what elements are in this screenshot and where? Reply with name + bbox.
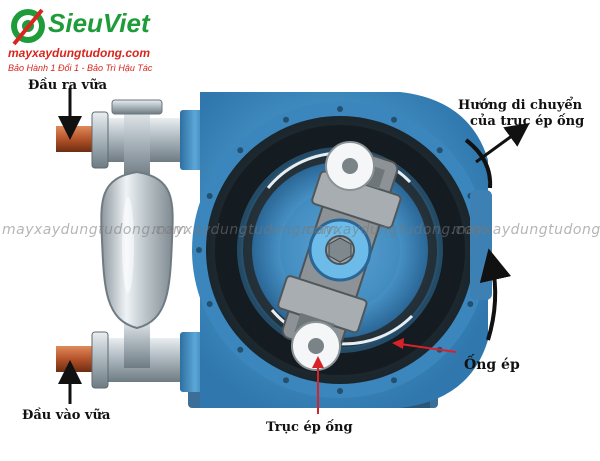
housing-bolt: [283, 117, 289, 123]
direction-label-line1: Hướng di chuyển: [458, 98, 582, 113]
outlet-flange: [92, 112, 108, 168]
housing-bolt: [337, 106, 343, 112]
roller-bottom-axle: [308, 338, 324, 354]
housing-bolt: [207, 301, 213, 307]
outlet-label: Đầu ra vữa: [28, 78, 107, 93]
brand-slogan: Bảo Hành 1 Đổi 1 - Bảo Trì Hậu Tác: [8, 63, 152, 73]
housing-bolt: [237, 147, 243, 153]
dampener-top-cap: [112, 100, 162, 114]
brand-name: SieuViet: [48, 8, 150, 39]
roller-label: Trục ép ống: [266, 420, 353, 435]
direction-label-line2: của trục ép ống: [470, 114, 584, 129]
brand-website: mayxaydungtudong.com: [8, 46, 150, 60]
inlet-flange: [92, 332, 108, 388]
pulsation-dampener: [101, 172, 172, 328]
dampener-upper-neck: [124, 108, 150, 178]
housing-bolt: [437, 147, 443, 153]
housing-bolt: [283, 377, 289, 383]
brand-logo-mark: [11, 9, 45, 44]
housing-bolt: [237, 347, 243, 353]
watermark-4: mayxaydungtudong.com: [452, 222, 600, 238]
dampener-highlight: [122, 197, 134, 293]
side-bracket: [470, 190, 492, 300]
housing-bolt: [391, 117, 397, 123]
roller-top-axle: [342, 158, 358, 174]
housing-bolt: [196, 247, 202, 253]
housing-bolt: [207, 193, 213, 199]
housing-bolt: [391, 377, 397, 383]
inlet-label: Đầu vào vữa: [22, 408, 110, 423]
hose-label: Ống ép: [464, 357, 520, 373]
housing-bolt: [467, 301, 473, 307]
housing-bolt: [337, 388, 343, 394]
